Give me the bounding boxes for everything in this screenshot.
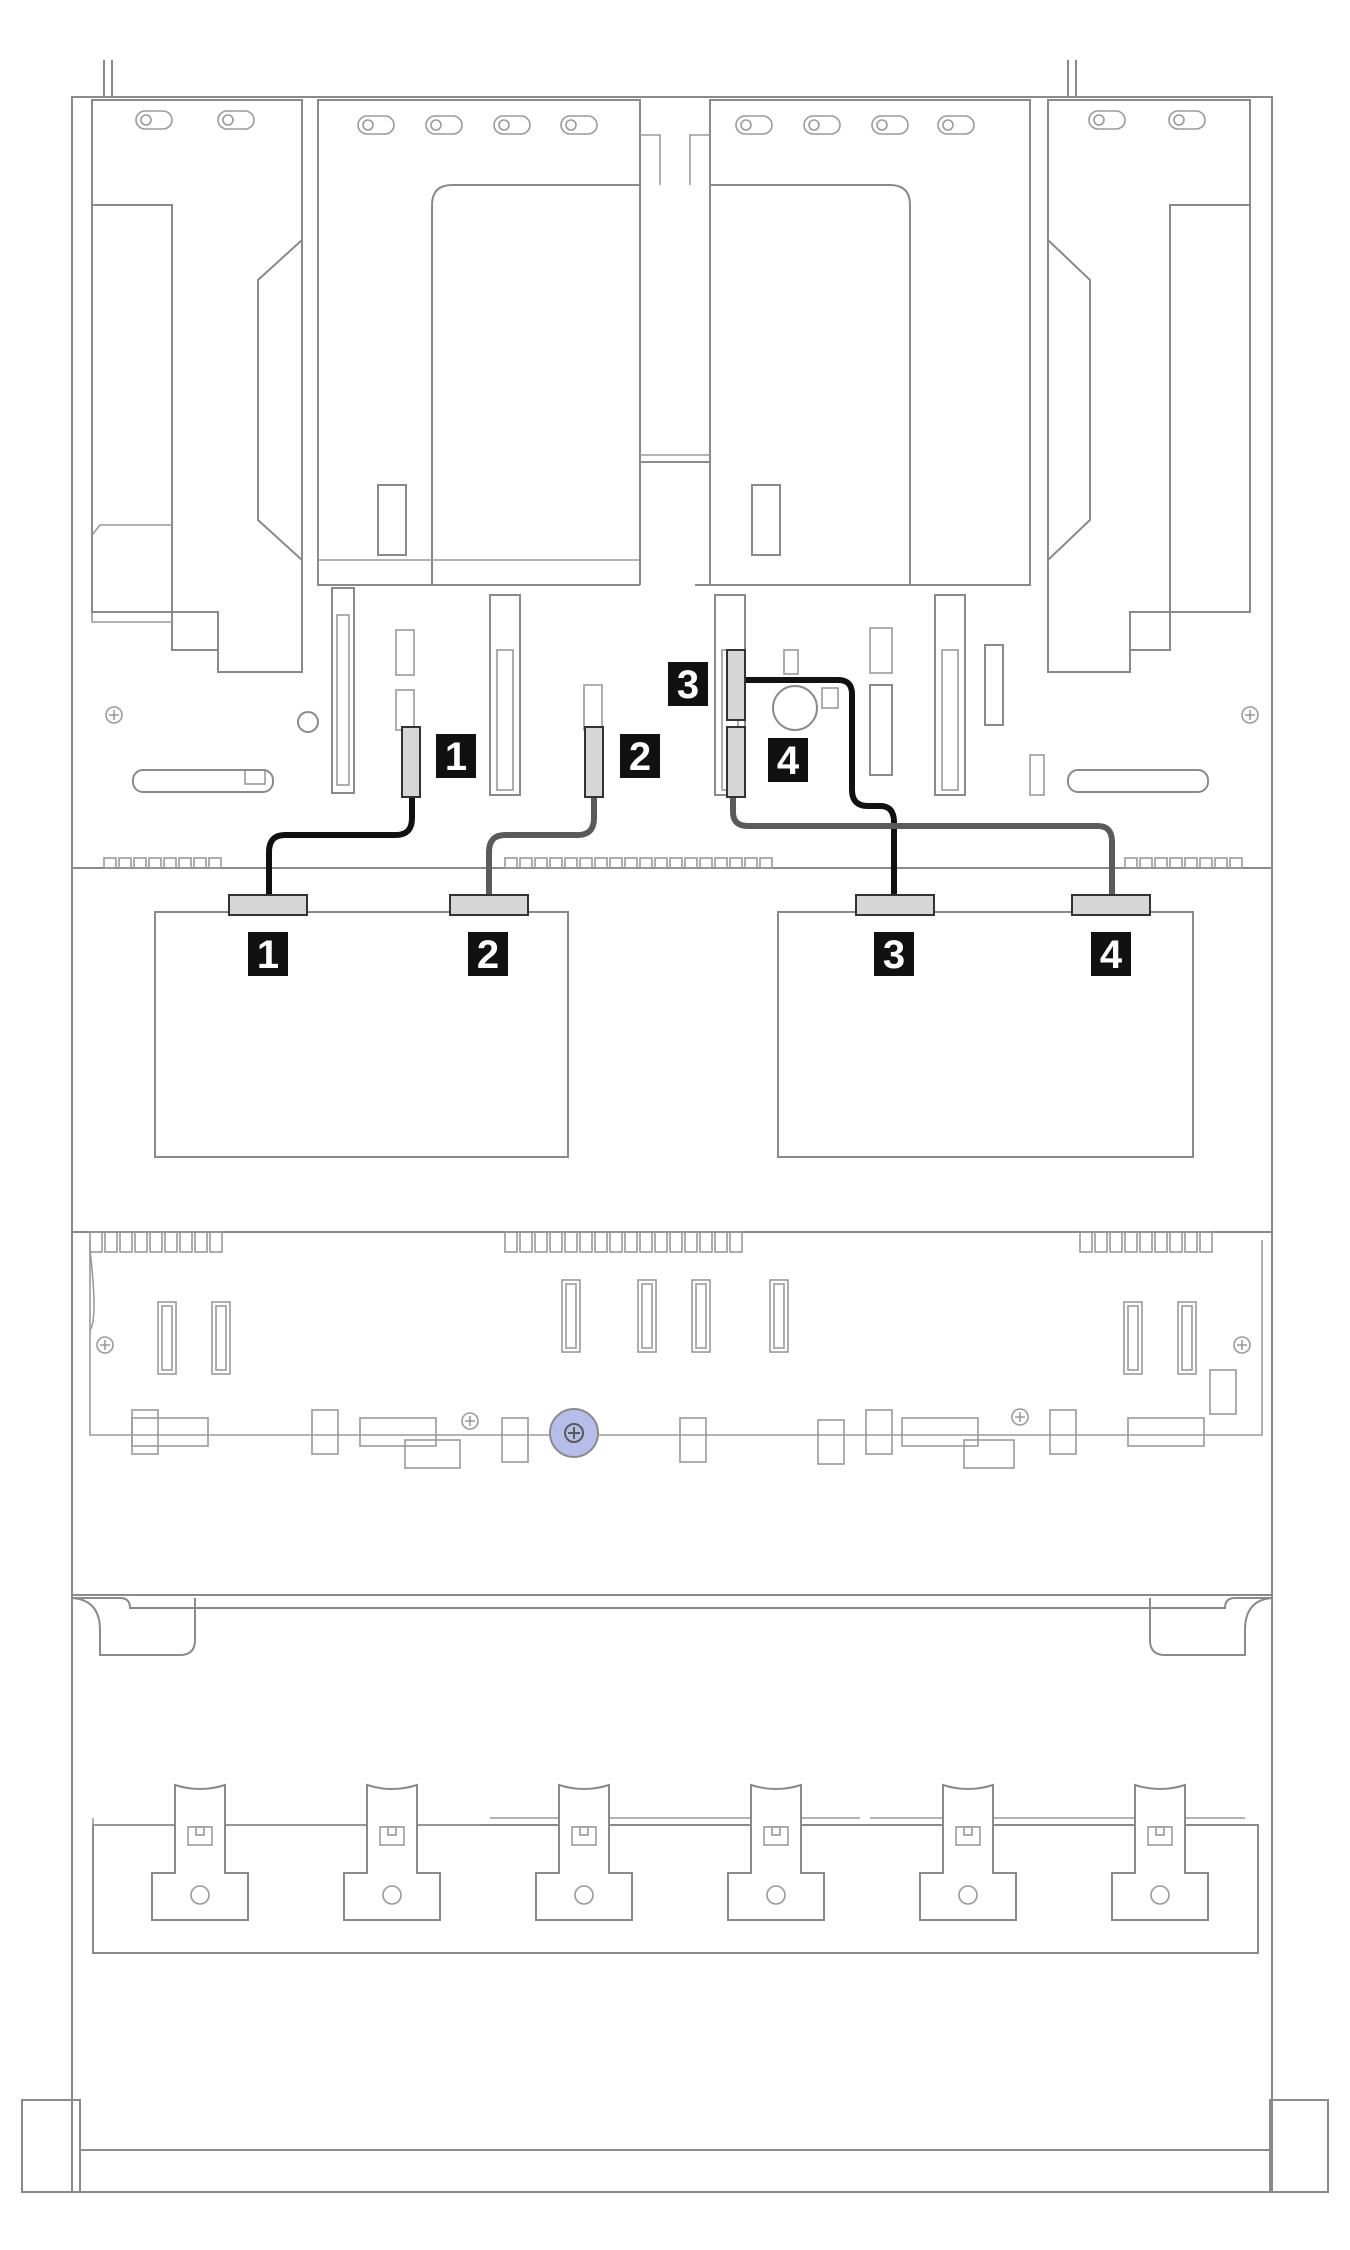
bracket-clip-icon [1088,110,1126,130]
fan-latch-icon [727,1783,825,1921]
cable-3 [733,677,897,898]
screws [96,706,1259,1430]
fan-latch-icon [1111,1783,1209,1921]
callout-1-board: 1 [436,734,476,779]
callouts: 1 2 3 4 1 2 3 4 [248,662,1131,977]
screw-icon [96,1336,114,1354]
fan-latch-icon [343,1783,441,1921]
callout-2-drive: 2 [468,932,508,977]
drive-connector-1 [228,894,308,916]
bracket-clip-icon [357,115,395,135]
bracket-clip-icon [135,110,173,130]
riser-cage-center-left [317,99,661,586]
callout-2-board: 2 [620,734,660,779]
bracket-clip-icon [425,115,463,135]
callout-3-drive: 3 [874,932,914,977]
bracket-clip-icon [493,115,531,135]
system-board-upper [103,454,1243,869]
bracket-clip-icon [560,115,598,135]
screw-icon [1011,1408,1029,1426]
bracket-clip-icon [803,115,841,135]
drive-bay-left [154,911,569,1158]
callout-1-drive: 1 [248,932,288,977]
connectors [228,649,1151,916]
drive-connector-3 [855,894,935,916]
screw-icon [1241,706,1259,724]
fan-cage-frame [71,1597,1273,1954]
board-connector-2 [584,726,604,798]
board-connector-3 [726,649,746,721]
svg-text:4: 4 [1100,933,1123,977]
bracket-clip-icon [871,115,909,135]
screw-icon [105,706,123,724]
callout-3-board: 3 [668,662,708,707]
svg-text:2: 2 [629,735,651,779]
drive-connector-2 [449,894,529,916]
riser-cage-center-right [689,99,1031,586]
board-connector-1 [401,726,421,798]
bracket-clip-icon [735,115,773,135]
board-connector-4 [726,726,746,798]
svg-text:1: 1 [445,735,467,779]
screw-icon [1233,1336,1251,1354]
drive-bay-right [777,911,1194,1158]
cable-1 [266,735,415,898]
screw-icon [461,1412,479,1430]
system-board-lower [89,1231,1263,1469]
riser-clips [135,110,1206,135]
bracket-clip-icon [1168,110,1206,130]
drive-connector-4 [1071,894,1151,916]
cable-4 [730,790,1115,898]
cable-2 [486,735,597,898]
bracket-clip-icon [937,115,975,135]
svg-text:3: 3 [883,933,905,977]
callout-4-drive: 4 [1091,932,1131,977]
callout-4-board: 4 [768,738,808,783]
fan-latch-icon [535,1783,633,1921]
riser-cage-left [91,99,303,673]
cables [266,677,1115,898]
riser-cage-right [1047,99,1251,673]
fan-latch-icon [151,1783,249,1921]
svg-text:1: 1 [257,933,279,977]
svg-text:4: 4 [777,739,800,783]
chassis [71,60,1273,2193]
fan-latch-icon [919,1783,1017,1921]
fan-latches [151,1783,1209,1921]
bracket-clip-icon [217,110,255,130]
svg-text:2: 2 [477,933,499,977]
svg-text:3: 3 [677,663,699,707]
front-bezel [21,2099,1329,2193]
